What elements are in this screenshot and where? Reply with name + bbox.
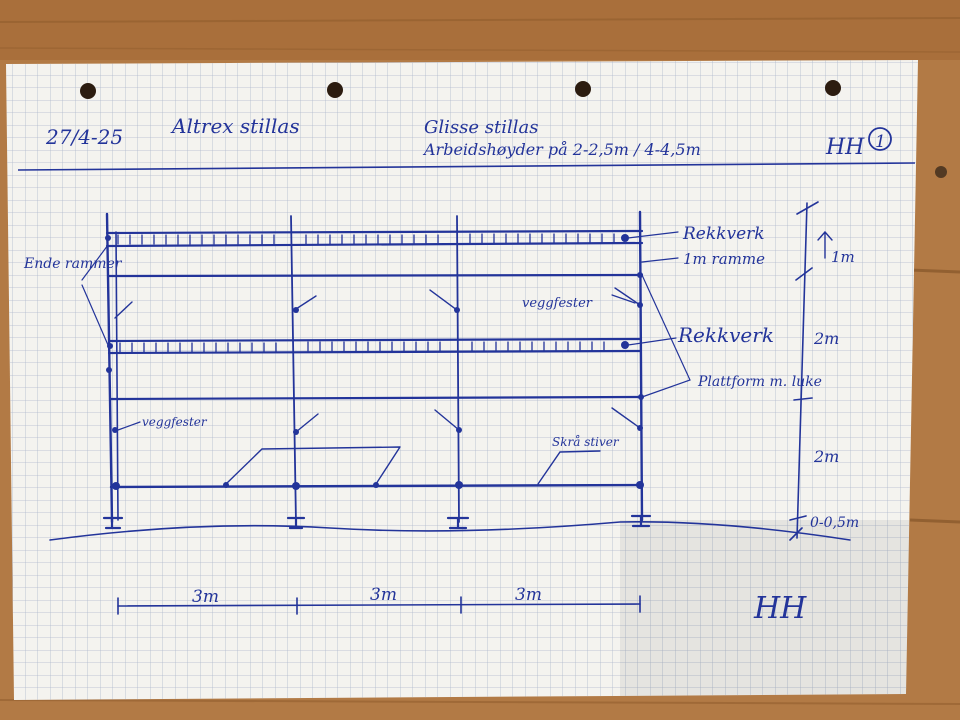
punch-holes [80,80,841,99]
mid-rail-lower [107,349,642,355]
top-rail-upper [105,229,644,235]
coupler-dots [105,234,644,490]
scaffold-drawing [49,201,851,615]
end-frame-right [638,210,644,522]
label-ende-rammer: Ende rammer [23,256,123,272]
subtitle-text: Glisse stillas [424,117,538,138]
mid-rail-hatch [119,341,605,353]
leader-rekkverk-top [627,231,679,239]
height-label-2: 2m [813,329,839,348]
leader-rekkverk-mid [627,337,677,346]
leader-ramme [641,257,679,263]
mid-rail-upper [107,337,642,343]
height-label-4: 0-0,5m [810,515,859,531]
platform-line-mid [108,395,643,401]
signature-header: HH [825,135,865,160]
span-dim-ticks [117,595,641,615]
span-label-3: 3m [515,585,542,605]
height-label-3: 2m [813,447,839,466]
ground-line [49,521,851,541]
wall-tie-marks [114,287,641,433]
signature-bottom: HH [753,591,807,626]
top-1m-arrow [817,230,833,259]
standard-3 [456,215,460,523]
label-plattform: Plattform m. luke [697,374,822,390]
standard-2 [290,215,297,525]
height-label-1: 1m [831,248,855,266]
end-frame-left-inner [115,231,119,521]
diagonal-braces [225,446,601,485]
date-text: 27/4-25 [45,125,123,149]
label-veggfester-right: veggfester [522,296,593,311]
label-rekkverk-top: Rekkverk [682,224,765,244]
base-plates [102,514,652,530]
title-text: Altrex stillas [170,114,300,138]
span-label-2: 3m [370,585,397,605]
height-dim-line [796,202,808,539]
label-ramme-1m: 1m ramme [683,250,765,268]
leader-veggfester-left [117,421,141,431]
label-rekkverk-mid: Rekkverk [677,323,774,347]
top-platform-line [106,273,644,278]
leader-veggfester-right [611,294,636,304]
header-rule [17,162,916,171]
working-heights-text: Arbeidshøyder på 2-2,5m / 4-4,5m [422,140,701,159]
height-dim-ticks [789,201,819,541]
sheet-number: 1 [875,132,886,152]
label-skra-stiver: Skrå stiver [552,434,620,449]
leader-ende-rammer [81,244,109,346]
span-dim-line [117,603,641,607]
leader-plattform [641,274,691,398]
span-label-1: 3m [192,587,219,607]
top-rail-lower [105,241,644,248]
top-rail-hatch [117,233,615,245]
label-veggfester-left: veggfester [142,415,208,429]
sheet-number-circle [868,127,892,151]
